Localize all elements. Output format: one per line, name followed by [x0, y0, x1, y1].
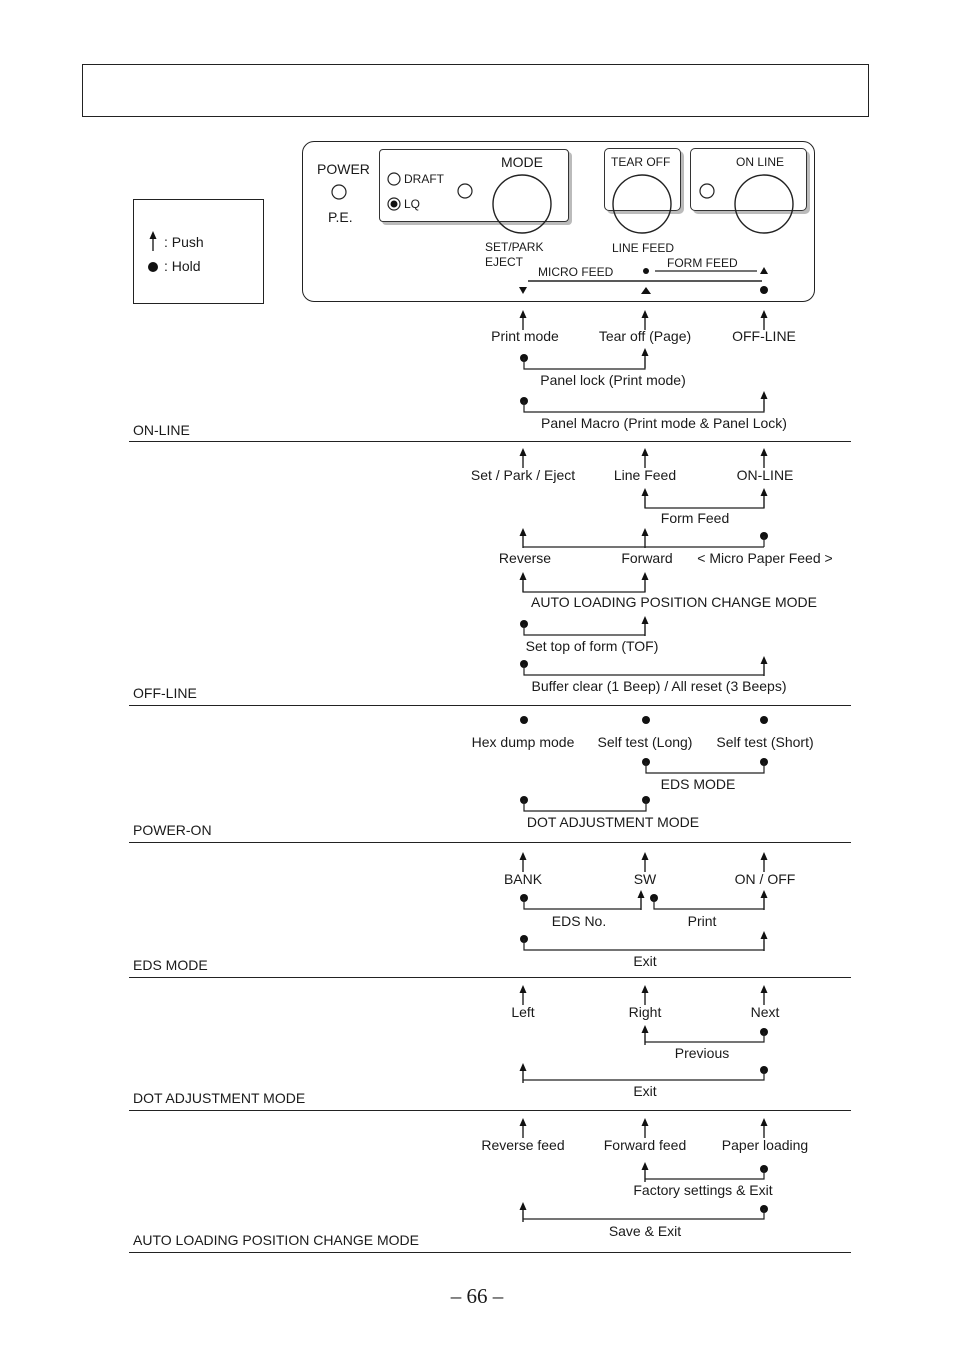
eds-exit: Exit	[633, 953, 657, 969]
offline-micro-feed: < Micro Paper Feed >	[697, 550, 833, 566]
eds-on-off: ON / OFF	[734, 871, 796, 887]
tear-off-button-icon	[612, 174, 672, 234]
draft-label: DRAFT	[404, 172, 444, 186]
on-line-label: ON LINE	[736, 155, 785, 169]
poweron-self-test-long: Self test (Long)	[597, 734, 693, 750]
section-title-offline: OFF-LINE	[133, 685, 197, 701]
online-panel-lock: Panel lock (Print mode)	[540, 372, 686, 388]
offline-line-feed: Line Feed	[613, 467, 677, 483]
header-box	[82, 64, 869, 117]
auto-save-exit: Save & Exit	[608, 1223, 682, 1239]
pe-label: P.E.	[328, 209, 353, 225]
tear-off-group	[604, 148, 681, 211]
eds-bank: BANK	[503, 871, 543, 887]
eds-sw: SW	[633, 871, 657, 887]
legend-box	[133, 199, 264, 304]
line-feed-label: LINE FEED	[612, 241, 675, 255]
divider	[129, 977, 851, 978]
eds-no: EDS No.	[551, 913, 607, 929]
auto-factory-settings: Factory settings & Exit	[633, 1182, 773, 1198]
auto-paper-loading: Paper loading	[721, 1137, 809, 1153]
divider	[129, 441, 851, 442]
mode-button-icon	[492, 174, 552, 234]
offline-tof: Set top of form (TOF)	[525, 638, 659, 654]
draft-lamp-icon	[387, 172, 401, 186]
legend-push-icon	[148, 230, 158, 252]
section-title-eds: EDS MODE	[133, 957, 208, 973]
offline-buffer-clear: Buffer clear (1 Beep) / All reset (3 Bee…	[531, 678, 787, 694]
auto-forward-feed: Forward feed	[603, 1137, 687, 1153]
form-feed-label: FORM FEED	[667, 256, 738, 270]
set-park-label: SET/PARK	[485, 240, 544, 254]
legend-push: : Push	[164, 234, 204, 250]
lq-label: LQ	[404, 197, 421, 211]
tear-off-label: TEAR OFF	[611, 155, 671, 169]
dot-previous: Previous	[674, 1045, 730, 1061]
offline-set-park: Set / Park / Eject	[470, 467, 576, 483]
mode-label: MODE	[501, 154, 543, 170]
poweron-self-test-short: Self test (Short)	[716, 734, 814, 750]
poweron-dot-adjust: DOT ADJUSTMENT MODE	[526, 814, 700, 830]
section-title-auto: AUTO LOADING POSITION CHANGE MODE	[133, 1232, 420, 1248]
poweron-hex-dump: Hex dump mode	[471, 734, 575, 750]
on-line-group	[690, 148, 807, 211]
lamp-icon	[457, 183, 473, 199]
poweron-eds-mode: EDS MODE	[660, 776, 736, 792]
lq-lamp-icon	[387, 197, 401, 211]
offline-forward: Forward	[621, 550, 673, 566]
online-print-mode: Print mode	[491, 328, 559, 344]
dot-exit: Exit	[633, 1083, 657, 1099]
power-lamp-icon	[331, 184, 347, 200]
offline-reverse: Reverse	[498, 550, 552, 566]
section-title-poweron: POWER-ON	[133, 822, 212, 838]
online-button-icon	[734, 174, 794, 234]
online-panel-macro: Panel Macro (Print mode & Panel Lock)	[541, 415, 787, 431]
divider	[129, 842, 851, 843]
power-label: POWER	[317, 161, 370, 177]
mode-group	[379, 149, 569, 222]
offline-form-feed: Form Feed	[660, 510, 730, 526]
legend-hold: : Hold	[164, 258, 201, 274]
offline-auto-loading: AUTO LOADING POSITION CHANGE MODE	[530, 594, 818, 610]
eds-print: Print	[687, 913, 717, 929]
online-lamp-icon	[699, 183, 715, 199]
offline-online: ON-LINE	[736, 467, 794, 483]
page-number: – 66 –	[450, 1284, 504, 1308]
section-title-dot: DOT ADJUSTMENT MODE	[133, 1090, 306, 1106]
dot-left: Left	[511, 1004, 535, 1020]
divider	[129, 1110, 851, 1111]
online-offline: OFF-LINE	[732, 328, 796, 344]
dot-next: Next	[750, 1004, 780, 1020]
divider	[129, 1252, 851, 1253]
online-tear-off: Tear off (Page)	[598, 328, 692, 344]
control-panel	[302, 141, 815, 302]
eject-label: EJECT	[485, 255, 524, 269]
auto-reverse-feed: Reverse feed	[481, 1137, 565, 1153]
divider	[129, 705, 851, 706]
legend-hold-icon	[148, 262, 158, 272]
micro-feed-label: MICRO FEED	[538, 265, 614, 279]
dot-right: Right	[628, 1004, 662, 1020]
section-title-online: ON-LINE	[133, 422, 190, 438]
